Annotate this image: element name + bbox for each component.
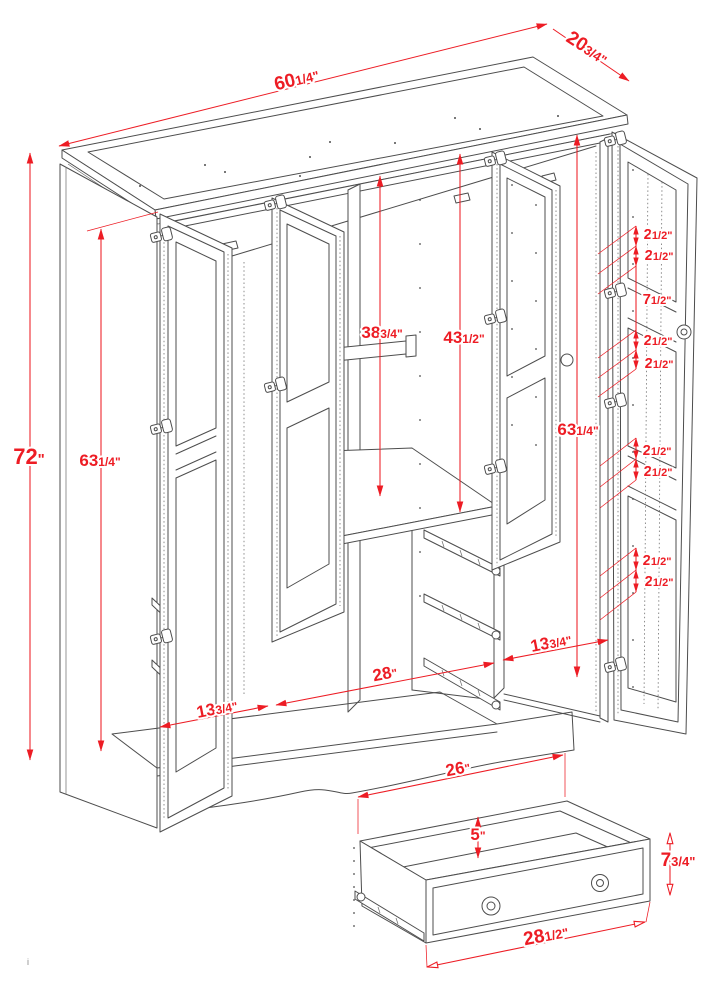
dim-label-hole-spacing-mid-1: 21/2" bbox=[643, 442, 672, 459]
dim-label-top-width: 601/4" bbox=[272, 64, 321, 95]
doors bbox=[159, 131, 698, 833]
dim-label-right-section-width: 133/4" bbox=[529, 629, 573, 656]
dimension-lines bbox=[26, 23, 670, 967]
dim-label-right-interior-height: 631/4" bbox=[557, 420, 598, 439]
dim-label-left-section-width: 133/4" bbox=[195, 695, 239, 722]
leader-lines bbox=[597, 225, 637, 621]
dim-label-hole-spacing-low-2: 21/2" bbox=[645, 573, 674, 590]
dim-label-left-shelf-height: 383/4" bbox=[361, 323, 402, 342]
dim-label-hole-spacing-top-4: 21/2" bbox=[645, 355, 674, 372]
door-left bbox=[159, 213, 233, 833]
dim-label-hole-spacing-top-3: 21/2" bbox=[644, 332, 673, 349]
drawer-slide bbox=[423, 657, 501, 711]
drawer-knob bbox=[481, 896, 501, 916]
dim-label-hole-spacing-top-1: 21/2" bbox=[644, 226, 673, 243]
dim-label-drawer-outer-width: 281/2" bbox=[522, 921, 571, 950]
door-center-left bbox=[271, 197, 345, 643]
door-center-right bbox=[491, 151, 574, 571]
dim-label-hole-spacing-low-1: 21/2" bbox=[643, 552, 672, 569]
dim-label-center-interior-height: 431/2" bbox=[443, 328, 484, 347]
drawer-detail bbox=[354, 800, 651, 944]
footnote-mark: i bbox=[27, 957, 29, 967]
dim-label-drawer-inner-depth: 5" bbox=[470, 825, 485, 844]
drawer-slide bbox=[354, 890, 425, 942]
shelf-pin-holes bbox=[353, 169, 634, 927]
dim-label-drawer-inner-width: 26" bbox=[444, 757, 472, 780]
door-knob bbox=[560, 353, 574, 367]
door-knob bbox=[676, 324, 692, 340]
dim-label-door-rail-gap: 71/2" bbox=[643, 291, 672, 308]
drawer-slide bbox=[423, 593, 501, 641]
dim-label-left-interior-height: 631/4" bbox=[79, 451, 120, 470]
dim-label-drawer-front-height: 73/4" bbox=[661, 850, 696, 871]
door-right bbox=[611, 131, 698, 735]
drawer-slide bbox=[423, 529, 501, 577]
dim-label-overall-height: 72" bbox=[13, 444, 45, 469]
drawer-knob bbox=[591, 874, 609, 892]
dim-label-hole-spacing-mid-2: 21/2" bbox=[644, 463, 673, 480]
dim-label-top-depth: 203/4" bbox=[562, 27, 612, 69]
dim-label-hole-spacing-top-2: 21/2" bbox=[645, 247, 674, 264]
